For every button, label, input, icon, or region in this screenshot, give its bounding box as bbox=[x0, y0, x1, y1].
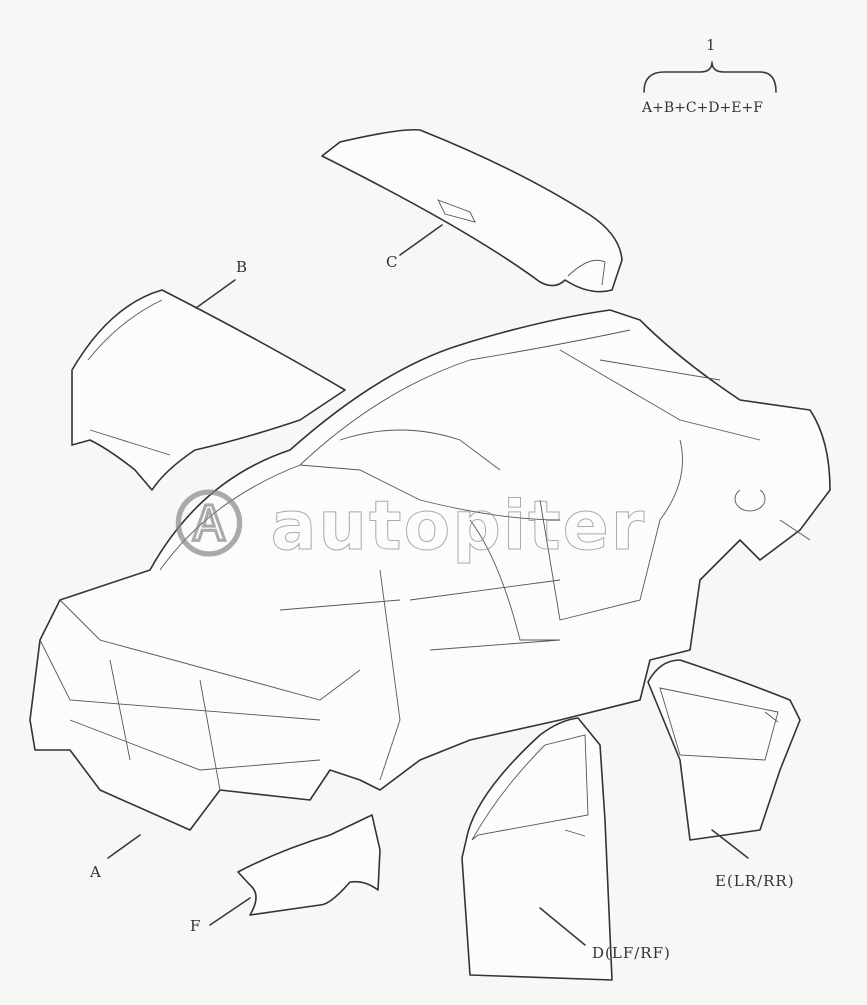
assembly-formula: A+B+C+D+E+F bbox=[642, 100, 763, 116]
body-shell-part bbox=[29, 309, 831, 859]
label-trunk-lid: C bbox=[386, 253, 399, 271]
trunk-lid-part bbox=[321, 128, 623, 293]
fender-part bbox=[209, 814, 381, 926]
label-body-shell: A bbox=[90, 863, 102, 881]
label-fender: F bbox=[190, 917, 202, 935]
watermark-logo: Ⓐ autopiter bbox=[174, 487, 647, 567]
rear-door-part bbox=[647, 659, 801, 859]
label-hood: B bbox=[236, 258, 249, 276]
front-door-part bbox=[461, 717, 613, 981]
hood-part bbox=[71, 279, 346, 491]
label-front-door: D(LF/RF) bbox=[592, 944, 671, 962]
assembly-brace bbox=[643, 61, 777, 93]
assembly-number: 1 bbox=[706, 36, 717, 54]
label-rear-door: E(LR/RR) bbox=[715, 872, 795, 890]
